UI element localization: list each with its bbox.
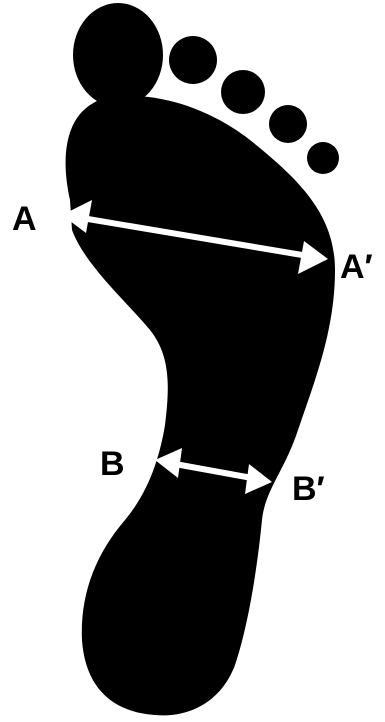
toe-3: [221, 70, 265, 114]
big-toe: [73, 3, 163, 107]
toe-2: [169, 36, 217, 84]
label-a: A: [12, 200, 37, 238]
toe-4: [269, 105, 307, 143]
label-b: B: [100, 445, 125, 483]
toe-5: [307, 142, 339, 174]
label-b-prime: B′: [292, 470, 325, 508]
foot-sole: [66, 96, 335, 716]
label-a-prime: A′: [340, 248, 373, 286]
